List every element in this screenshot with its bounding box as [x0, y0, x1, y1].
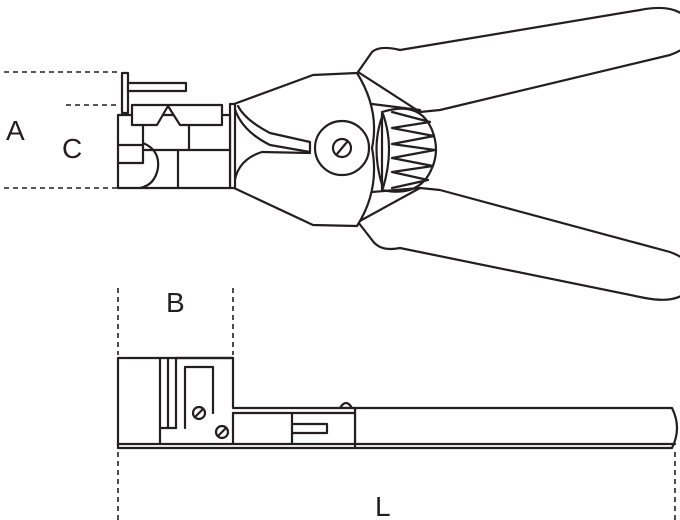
jaw-body [232, 71, 376, 228]
dimension-label-b: B [166, 287, 185, 318]
pivot-screw-icon [331, 137, 353, 159]
side-handle [353, 406, 679, 450]
plier-top-view [116, 6, 680, 301]
upper-handle-joint [370, 102, 422, 112]
head-block-segments [116, 123, 232, 190]
dimension-label-c: C [62, 133, 82, 164]
screw-icon [191, 405, 207, 421]
upper-jaw-blade [232, 104, 312, 154]
dimension-label-a: A [6, 115, 25, 146]
screw-icon [214, 424, 230, 440]
dimension-lines-top [4, 71, 120, 189]
lower-handle-joint [370, 186, 422, 194]
side-head [116, 356, 357, 450]
wheel-lens [375, 112, 391, 190]
dimension-label-l: L [375, 491, 391, 520]
wheel-teeth [390, 110, 437, 190]
upper-handle [356, 6, 680, 114]
stop-bar [120, 71, 130, 115]
stop-bar-arm [126, 81, 188, 93]
plier-side-view [116, 356, 679, 450]
dimension-lines-bottom [117, 288, 676, 520]
side-head-segments [158, 356, 357, 446]
lower-handle [356, 186, 680, 301]
stripping-head-block [116, 113, 232, 190]
notch-plate [130, 103, 224, 127]
